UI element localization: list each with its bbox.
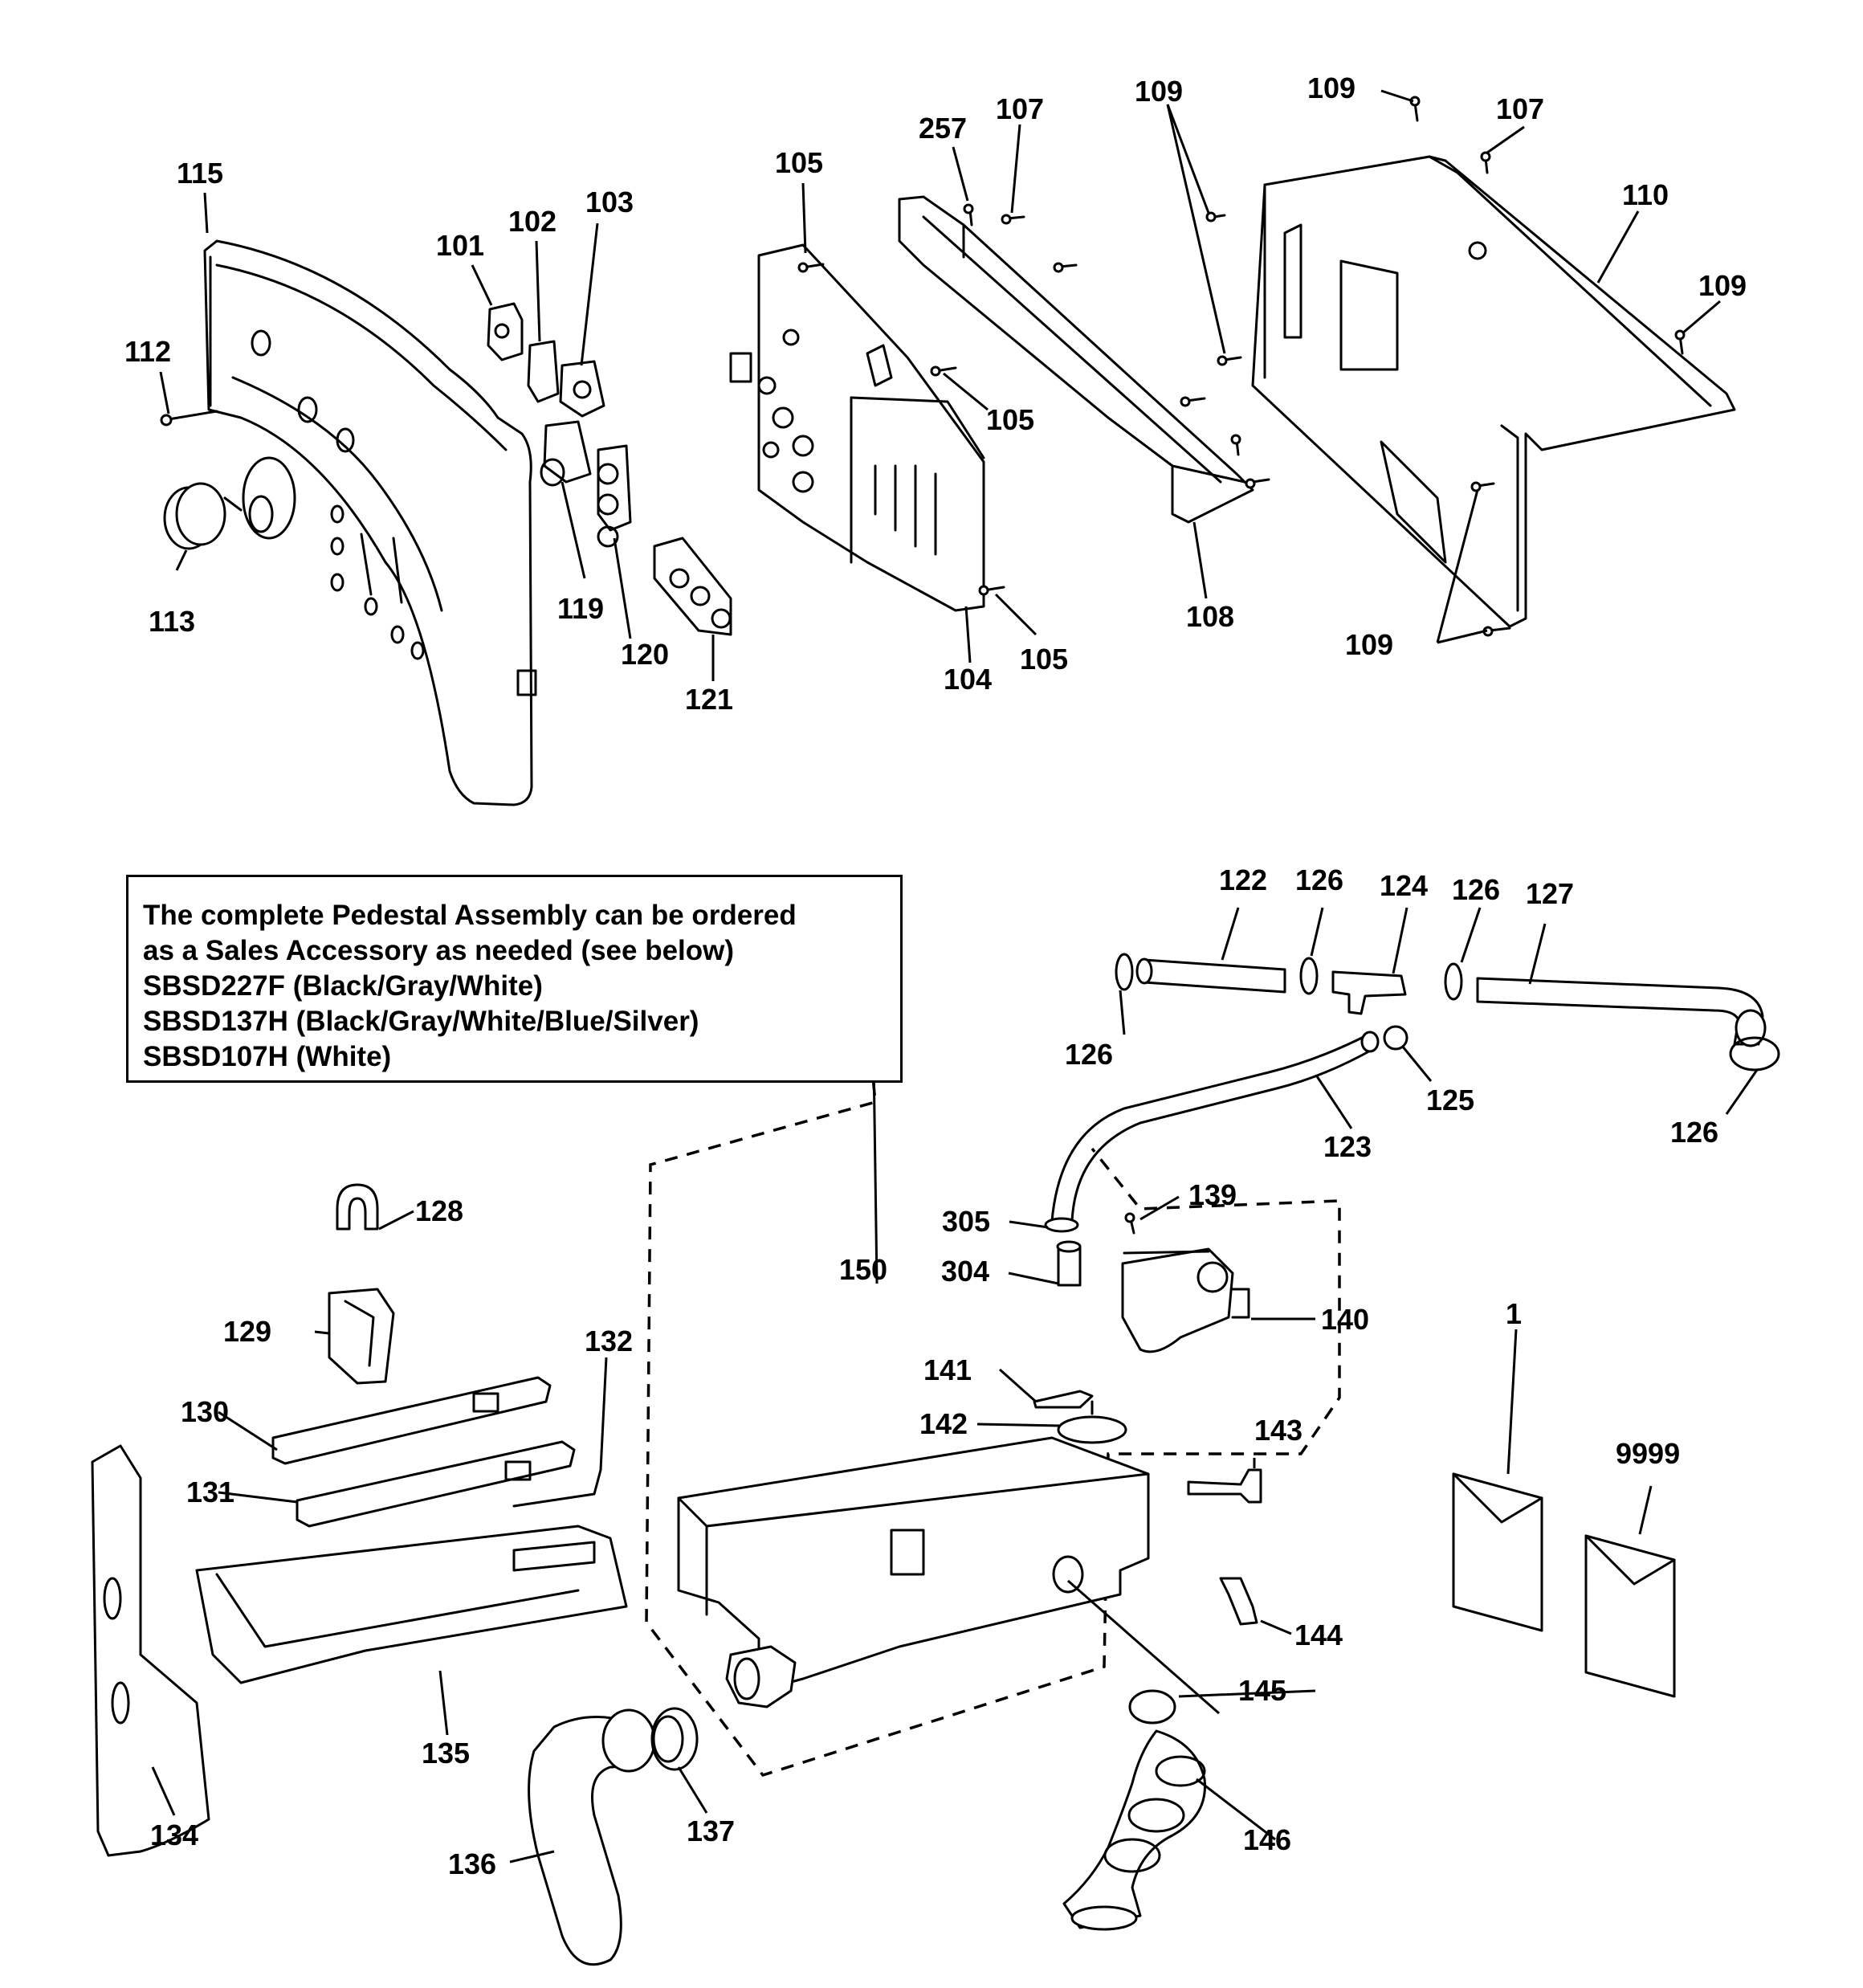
note-line-5: SBSD107H (White) xyxy=(143,1041,392,1072)
callout-141: 141 xyxy=(923,1353,972,1386)
callout-126-c: 126 xyxy=(1065,1038,1113,1071)
callout-108: 108 xyxy=(1186,600,1234,633)
callout-109-right: 109 xyxy=(1698,269,1747,302)
callout-129: 129 xyxy=(223,1315,271,1348)
callout-135: 135 xyxy=(422,1737,470,1770)
leader-lines xyxy=(151,89,1759,1863)
callout-125: 125 xyxy=(1426,1084,1474,1116)
callout-126-a: 126 xyxy=(1295,863,1343,896)
bracket-108 xyxy=(898,195,1254,524)
callout-1: 1 xyxy=(1506,1297,1522,1330)
callout-110: 110 xyxy=(1622,178,1669,211)
callout-131: 131 xyxy=(186,1476,234,1508)
callout-120: 120 xyxy=(621,638,669,671)
callout-labels: 115 112 113 101 102 103 119 120 121 105 … xyxy=(124,71,1747,1880)
screws-110 xyxy=(1205,96,1686,637)
callout-145: 145 xyxy=(1238,1674,1286,1707)
callout-144: 144 xyxy=(1294,1619,1343,1651)
knob-113 xyxy=(163,482,243,550)
bracket-144 xyxy=(1219,1577,1258,1626)
callout-257: 257 xyxy=(919,112,967,145)
callout-128: 128 xyxy=(415,1194,463,1227)
callout-121: 121 xyxy=(685,683,733,716)
callout-139: 139 xyxy=(1188,1178,1237,1211)
callout-126-d: 126 xyxy=(1670,1116,1718,1149)
callout-305: 305 xyxy=(942,1205,990,1238)
dispenser-assembly-150 xyxy=(645,1059,1341,1778)
callout-130: 130 xyxy=(181,1395,229,1428)
callout-109-upper-left: 109 xyxy=(1135,75,1183,108)
note-line-2: as a Sales Accessory as needed (see belo… xyxy=(143,935,735,966)
callout-109-bottom: 109 xyxy=(1345,628,1393,661)
callout-107-right: 107 xyxy=(1496,92,1544,125)
callout-150: 150 xyxy=(839,1253,887,1286)
switch-group xyxy=(487,302,732,636)
note-line-1: The complete Pedestal Assembly can be or… xyxy=(143,900,797,931)
callout-127: 127 xyxy=(1526,877,1574,910)
callout-146: 146 xyxy=(1243,1823,1291,1856)
callout-105-top: 105 xyxy=(775,146,823,179)
callout-123: 123 xyxy=(1323,1130,1372,1163)
callout-112: 112 xyxy=(124,335,171,368)
callout-115: 115 xyxy=(177,157,223,190)
callout-119: 119 xyxy=(557,592,604,625)
callout-124: 124 xyxy=(1380,869,1428,902)
screws-108 xyxy=(963,203,1270,489)
literature-items xyxy=(1452,1472,1676,1698)
pedestal-parts xyxy=(91,1183,699,1966)
callout-105-mid: 105 xyxy=(986,403,1034,436)
screws-105 xyxy=(797,262,1005,596)
callout-132: 132 xyxy=(585,1325,633,1357)
hoses xyxy=(1044,953,1780,1233)
control-panel-115 xyxy=(203,239,537,806)
callout-140: 140 xyxy=(1321,1303,1369,1336)
callout-102: 102 xyxy=(508,205,556,238)
callout-109-top: 109 xyxy=(1307,71,1355,104)
cover-110 xyxy=(1251,155,1736,628)
screw-112 xyxy=(160,410,218,427)
callout-103: 103 xyxy=(585,186,634,218)
note-line-3: SBSD227F (Black/Gray/White) xyxy=(143,970,543,1002)
note-line-4: SBSD137H (Black/Gray/White/Blue/Silver) xyxy=(143,1006,699,1037)
callout-107-left: 107 xyxy=(996,92,1044,125)
drain-hose-146 xyxy=(1062,1689,1206,1931)
callout-134: 134 xyxy=(150,1819,198,1851)
pedestal-note-box: The complete Pedestal Assembly can be or… xyxy=(126,875,903,1083)
callout-142: 142 xyxy=(919,1407,968,1440)
callout-9999: 9999 xyxy=(1616,1437,1680,1470)
callout-101: 101 xyxy=(436,229,484,262)
callout-105-low: 105 xyxy=(1020,643,1068,676)
callout-126-b: 126 xyxy=(1452,873,1500,906)
callout-143: 143 xyxy=(1254,1414,1302,1447)
callout-122: 122 xyxy=(1219,863,1267,896)
callout-137: 137 xyxy=(687,1815,735,1847)
callout-304: 304 xyxy=(941,1255,989,1288)
callout-136: 136 xyxy=(448,1847,496,1880)
callout-104: 104 xyxy=(944,663,992,696)
control-board-104 xyxy=(729,243,985,612)
callout-113: 113 xyxy=(149,605,195,638)
